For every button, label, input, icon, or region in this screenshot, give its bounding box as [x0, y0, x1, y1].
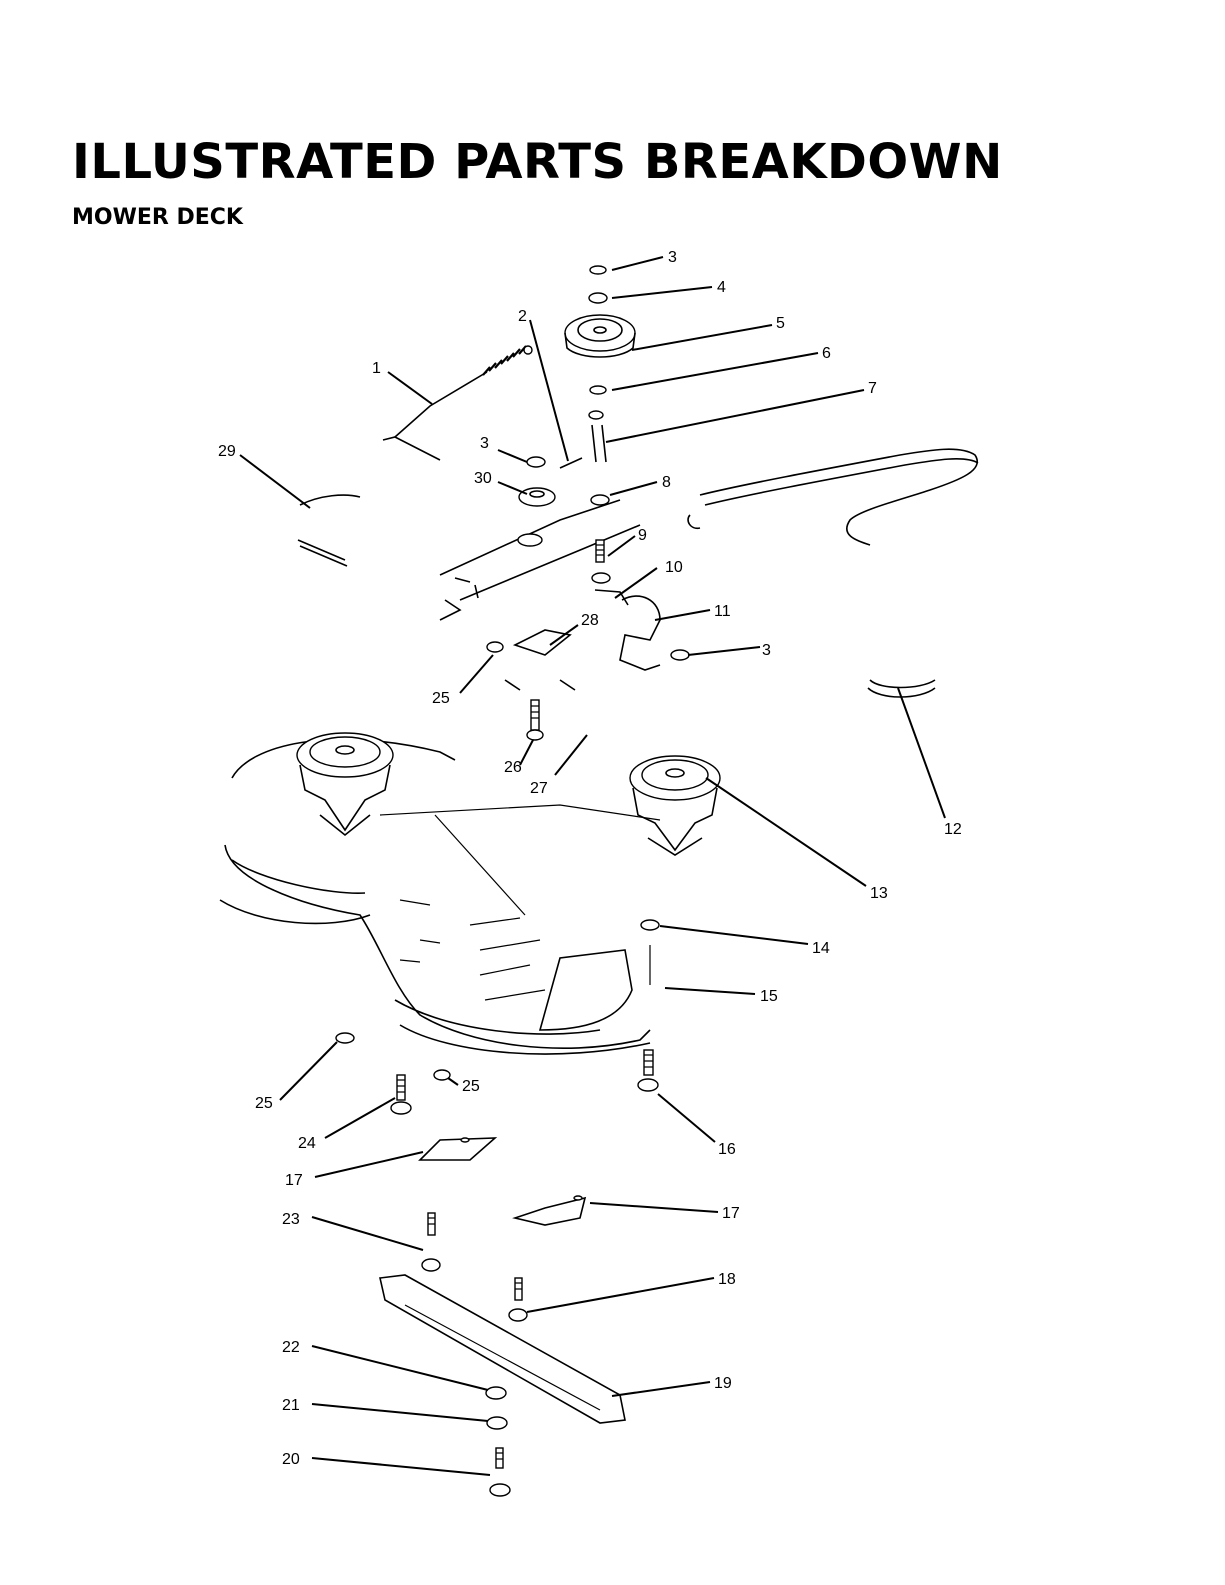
callout-23: 23 [282, 1211, 300, 1228]
callout-25-center: 25 [462, 1078, 480, 1095]
callout-1: 1 [372, 360, 381, 377]
callout-25-left: 25 [255, 1095, 273, 1112]
callout-29: 29 [218, 443, 236, 460]
callout-27: 27 [530, 780, 548, 797]
callout-7: 7 [868, 380, 877, 397]
idler-arm-assembly [383, 266, 689, 740]
leader-lines [240, 257, 945, 1475]
callout-17-right: 17 [722, 1205, 740, 1222]
callout-20: 20 [282, 1451, 300, 1468]
callout-8: 8 [662, 474, 671, 491]
callout-6: 6 [822, 345, 831, 362]
deck-housing [220, 733, 720, 1054]
callout-2: 2 [518, 308, 527, 325]
blade-assembly [336, 920, 659, 1496]
callout-26: 26 [504, 759, 522, 776]
callout-3-top: 3 [668, 249, 677, 266]
callout-16: 16 [718, 1141, 736, 1158]
callout-13: 13 [870, 885, 888, 902]
callout-labels: 1 2 3 3 3 4 5 6 7 8 9 10 11 12 13 14 15 … [218, 249, 962, 1468]
callout-3-mid: 3 [480, 435, 489, 452]
callout-25-upper: 25 [432, 690, 450, 707]
callout-21: 21 [282, 1397, 300, 1414]
callout-14: 14 [812, 940, 830, 957]
callout-30: 30 [474, 470, 492, 487]
callout-9: 9 [638, 527, 647, 544]
callout-4: 4 [717, 279, 726, 296]
callout-18: 18 [718, 1271, 736, 1288]
callout-15: 15 [760, 988, 778, 1005]
callout-28: 28 [581, 612, 599, 629]
callout-19: 19 [714, 1375, 732, 1392]
callout-22: 22 [282, 1339, 300, 1356]
callout-11: 11 [714, 603, 731, 620]
callout-24: 24 [298, 1135, 316, 1152]
callout-17-left: 17 [285, 1172, 303, 1189]
callout-5: 5 [776, 315, 785, 332]
callout-3-right: 3 [762, 642, 771, 659]
callout-12: 12 [944, 821, 962, 838]
callout-10: 10 [665, 559, 683, 576]
